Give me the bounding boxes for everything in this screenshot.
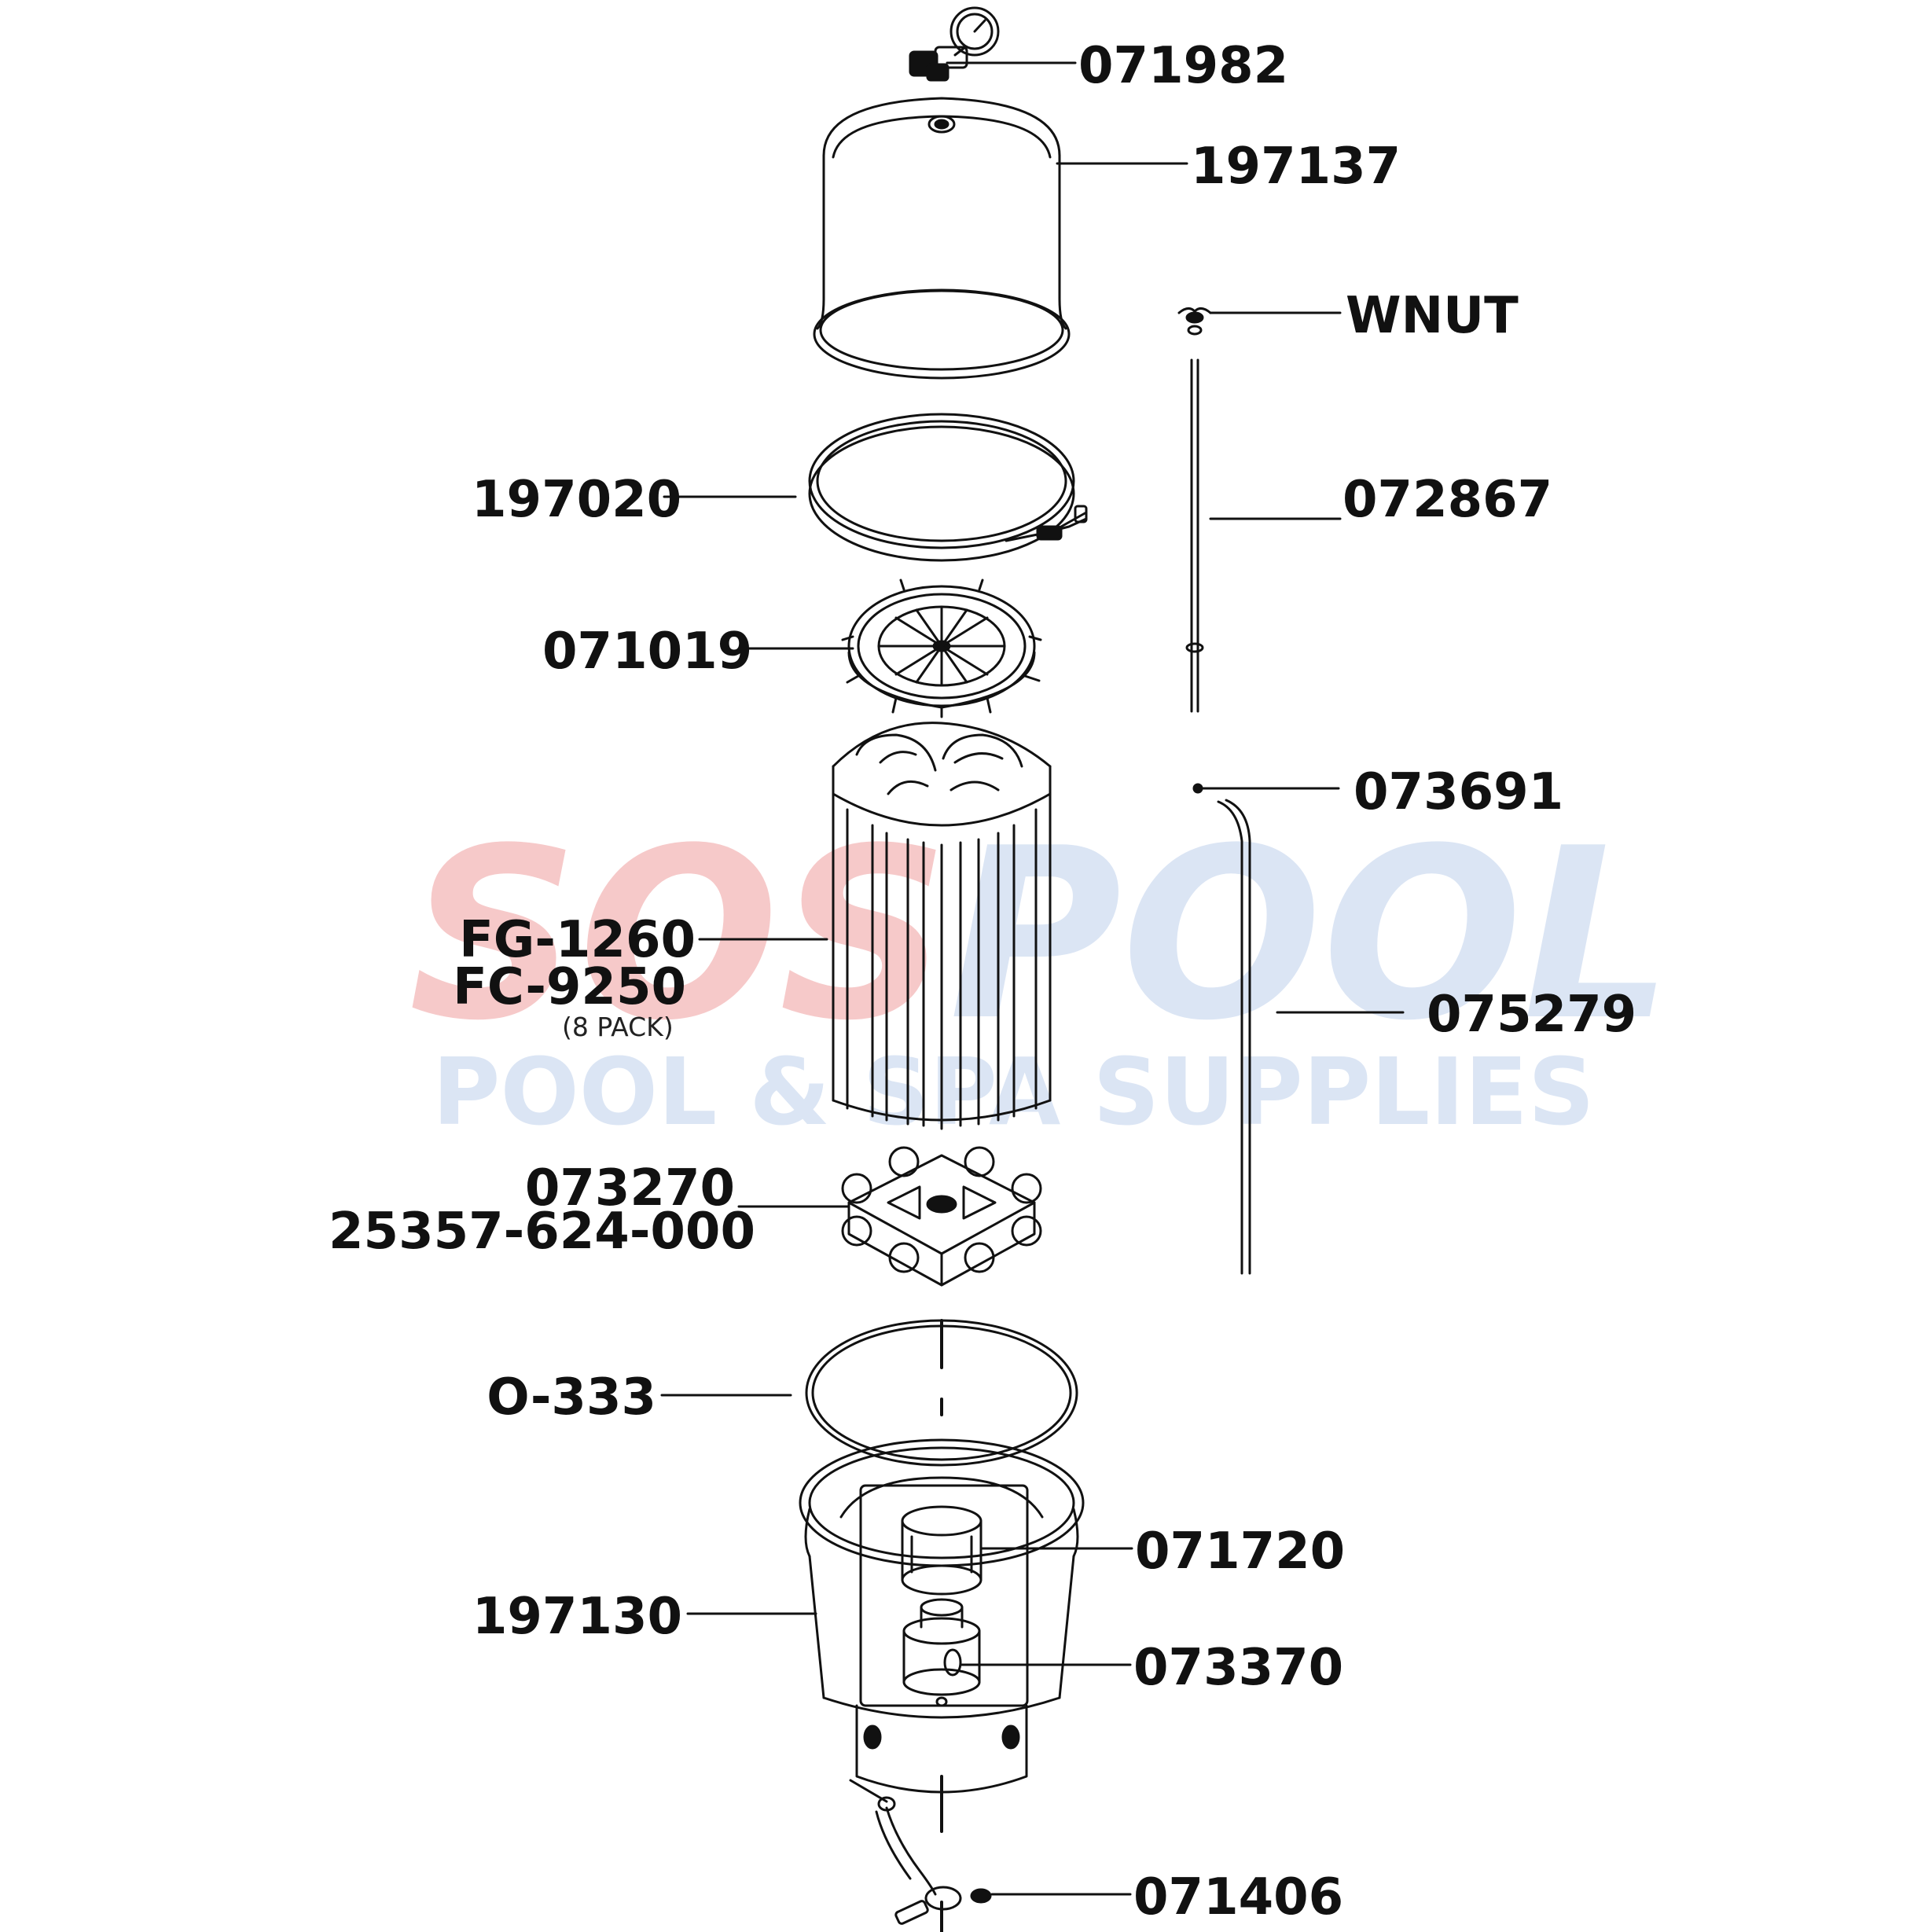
label-adapter: 073370: [1133, 1639, 1344, 1697]
label-washer: 073691: [1354, 763, 1564, 821]
watermark-brand-sos: SOS: [409, 798, 949, 1072]
label-gauge: 071982: [1078, 37, 1289, 95]
tie-rod: [1177, 307, 1212, 713]
o-ring: [805, 1319, 1078, 1467]
pressure-gauge: [909, 6, 1000, 82]
top-manifold: [841, 578, 1042, 718]
adapter: [902, 1598, 981, 1707]
label-drain-valve: 071406: [1133, 1868, 1344, 1926]
clamp-ring: [808, 413, 1088, 562]
label-clamp-ring: 197020: [472, 471, 682, 529]
label-standpipe: 071720: [1135, 1522, 1346, 1581]
label-o-ring: O-333: [487, 1368, 656, 1427]
watermark-brand: SOSPOOL: [409, 817, 1673, 1053]
label-grid: FG-1260: [459, 911, 696, 969]
filter-grid: [832, 722, 1052, 1130]
standpipe: [859, 1484, 1029, 1707]
label-grid-pack: (8 PACK): [562, 1012, 674, 1042]
leader-lines: [660, 61, 1405, 1896]
label-bottom-manifold: 073270: [524, 1159, 735, 1218]
label-lid: 197137: [1191, 138, 1401, 196]
label-tie-rod: 072867: [1342, 471, 1553, 529]
label-tank-body: 197130: [472, 1588, 682, 1646]
label-bottom-manifold-alt: 25357-624-000: [329, 1203, 755, 1261]
label-grid-alt: FC-9250: [453, 958, 686, 1016]
label-wing-nut: WNUT: [1346, 287, 1519, 345]
bottom-manifold: [841, 1146, 1042, 1287]
filter-lid: [813, 97, 1071, 380]
drain-valve: [849, 1779, 992, 1925]
label-top-manifold: 071019: [542, 623, 753, 681]
air-tube: [1192, 783, 1251, 1275]
label-air-tube: 075279: [1427, 986, 1637, 1044]
